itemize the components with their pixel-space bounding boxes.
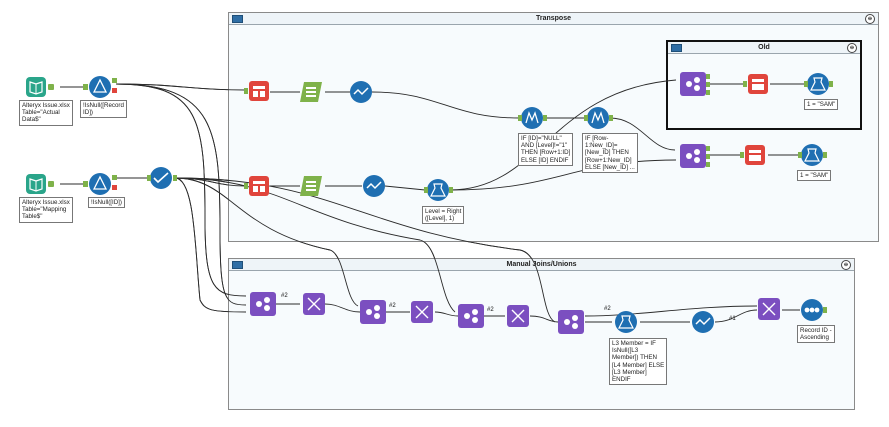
union-tool-m3[interactable] — [507, 305, 529, 327]
sort-tool[interactable] — [801, 299, 827, 321]
record-count-2: #2 — [389, 303, 396, 309]
container-icon — [232, 15, 243, 23]
container-transpose-title: Transpose — [535, 15, 571, 22]
formula-label-level: Level = Right ([Level], 1) — [422, 206, 465, 225]
join-tool-m2[interactable] — [360, 300, 386, 324]
select-tool-1[interactable] — [147, 167, 177, 189]
collapse-button[interactable]: ⊖ — [847, 43, 857, 53]
join-tool-m1[interactable] — [250, 292, 276, 316]
formula-tool-old[interactable] — [804, 73, 833, 95]
formula-tool-level[interactable] — [424, 179, 453, 201]
filter-tool-2[interactable] — [83, 173, 117, 195]
filter-tool-1[interactable] — [83, 76, 117, 98]
collapse-button[interactable]: ⊖ — [841, 260, 851, 270]
filter-label-1: !IsNull([Record ID]) — [80, 100, 127, 119]
input-tool-1[interactable] — [26, 77, 54, 97]
crosstab-tool-1[interactable] — [244, 81, 269, 101]
record-count-5: #1 — [729, 316, 736, 322]
union-tool-m2[interactable] — [411, 301, 433, 323]
formula-tool-l3[interactable] — [615, 311, 637, 333]
join-tool-old[interactable] — [680, 72, 710, 96]
container-icon — [671, 44, 682, 52]
formula-label-old: 1 = "SAM" — [804, 99, 839, 111]
formula-tool-row[interactable] — [584, 107, 613, 129]
container-old-header[interactable]: Old ⊖ — [668, 42, 860, 54]
collapse-button[interactable]: ⊖ — [865, 14, 875, 24]
record-count-3: #2 — [487, 307, 494, 313]
input-tool-2[interactable] — [26, 174, 54, 194]
join-tool-2[interactable] — [680, 144, 710, 168]
parse-tool-1[interactable] — [300, 82, 322, 102]
crosstab-tool-3[interactable] — [740, 145, 765, 165]
crosstab-tool-2[interactable] — [244, 176, 269, 196]
container-transpose-header[interactable]: Transpose ⊖ — [229, 13, 878, 25]
input-label-1: Alteryx Issue.xlsx Table="Actual Data$" — [19, 100, 73, 126]
container-manual[interactable]: Manual Joins/Unions ⊖ — [228, 258, 855, 410]
sort-label: Record ID - Ascending — [797, 325, 835, 344]
join-tool-m3[interactable] — [458, 304, 484, 328]
input-label-2: Alteryx Issue.xlsx Table="Mapping Table$… — [19, 197, 73, 223]
select-tool-2[interactable] — [350, 81, 372, 103]
formula-label-l3: L3 Member = IF IsNull([L3 Member]) THEN … — [609, 338, 668, 386]
formula-tool-id[interactable] — [518, 107, 547, 129]
parse-tool-2[interactable] — [300, 176, 322, 196]
filter-label-2: !IsNull([ID]) — [88, 197, 125, 209]
select-tool-3[interactable] — [363, 175, 385, 197]
container-manual-title: Manual Joins/Unions — [506, 261, 577, 268]
crosstab-tool-old[interactable] — [743, 74, 768, 94]
record-count-1: #2 — [281, 293, 288, 299]
container-manual-header[interactable]: Manual Joins/Unions ⊖ — [229, 259, 854, 271]
container-icon — [232, 261, 243, 269]
formula-label-row: IF [Row- 1:New_ID]= [New_ID] THEN [Row+1… — [582, 133, 638, 174]
formula-label-output: 1 = "SAM" — [797, 170, 832, 182]
formula-tool-output[interactable] — [798, 144, 827, 166]
join-tool-m4[interactable] — [558, 310, 584, 334]
container-old-title: Old — [758, 44, 770, 51]
select-tool-4[interactable] — [692, 311, 714, 333]
union-tool-m4[interactable] — [758, 298, 780, 320]
union-tool-m1[interactable] — [303, 293, 325, 315]
record-count-4: #2 — [604, 306, 611, 312]
formula-label-id: IF [ID]="NULL" AND [Level]!="1" THEN [Ro… — [518, 133, 574, 166]
